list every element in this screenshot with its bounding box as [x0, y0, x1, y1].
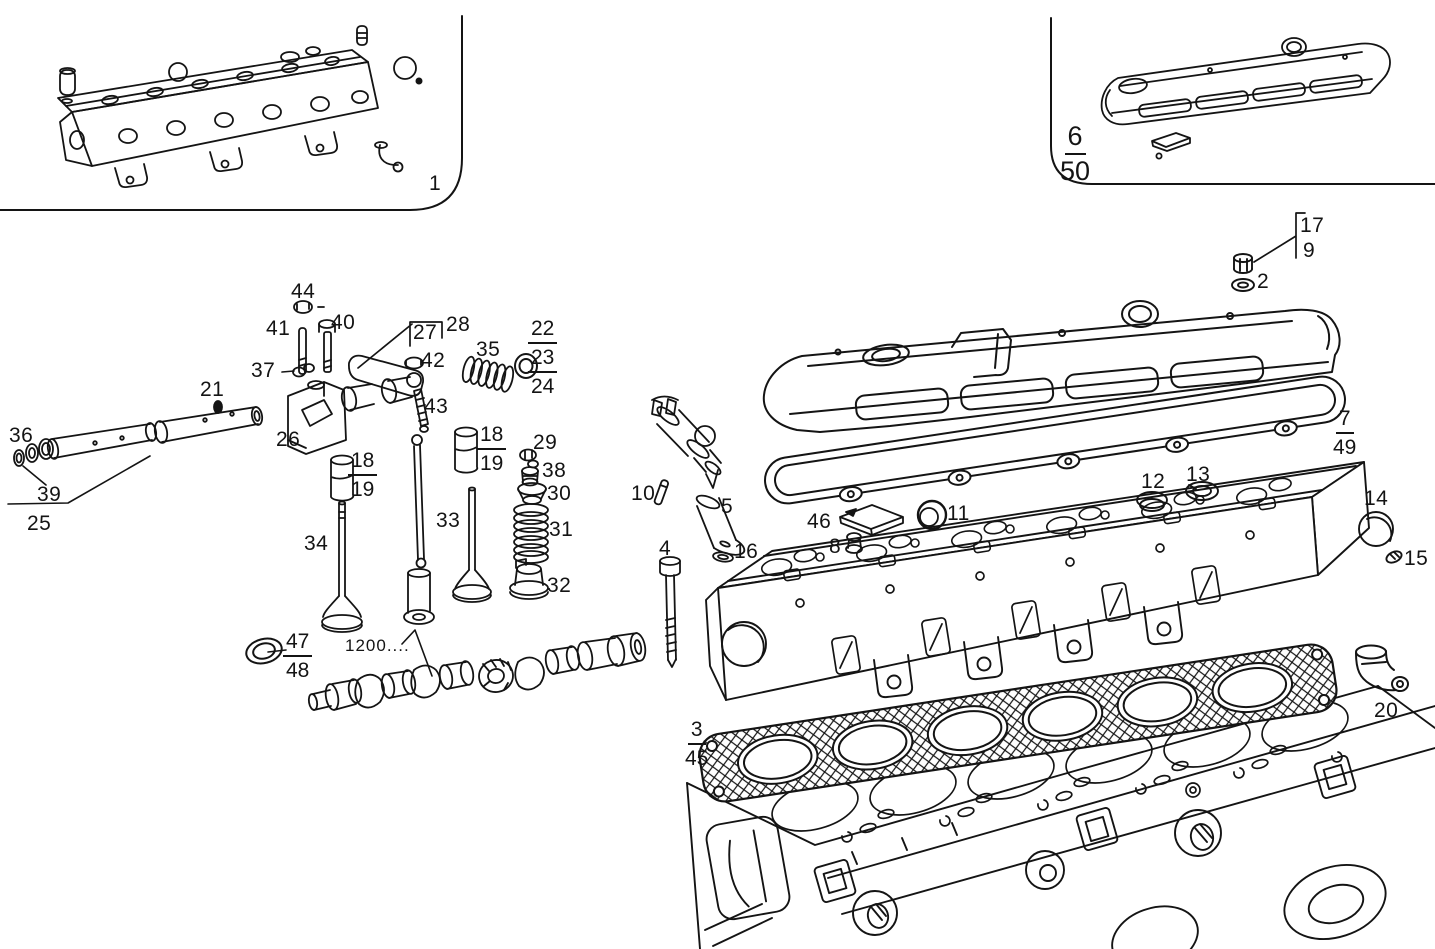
callout-35: 35	[476, 338, 501, 361]
callout-36: 36	[9, 424, 34, 447]
callout-18-19-left-top: 18	[348, 447, 378, 476]
callout-27: 27	[413, 321, 438, 344]
inset-cylinder-head-art	[57, 25, 423, 189]
callout-7-49-bottom: 49	[1333, 436, 1357, 459]
callout-30: 30	[547, 482, 572, 505]
cover-nut-washer-art	[1231, 212, 1306, 292]
callout-18-19-right: 18 19	[477, 421, 507, 477]
valve-cover-art	[762, 300, 1341, 433]
head-gasket-art	[698, 643, 1338, 803]
callout-3-45-top: 3	[687, 716, 706, 745]
callout-42: 42	[421, 349, 446, 372]
callout-25: 25	[27, 512, 52, 535]
callout-22-23-24: 22 23 24	[528, 315, 558, 400]
rocker-pedestal-art	[281, 300, 347, 455]
cylinder-head-art	[705, 461, 1370, 701]
callout-13: 13	[1186, 463, 1211, 486]
callout-12: 12	[1141, 470, 1166, 493]
callout-40: 40	[331, 311, 356, 334]
rocker-shaft-art	[7, 400, 264, 505]
callout-5: 5	[721, 495, 734, 518]
callout-22: 22	[528, 315, 558, 344]
callout-17: 17	[1300, 214, 1325, 237]
callout-37: 37	[251, 359, 276, 382]
callout-33: 33	[436, 509, 461, 532]
injector-art	[651, 395, 746, 668]
callout-20: 20	[1374, 699, 1399, 722]
callout-11: 11	[947, 502, 970, 525]
callout-3-45-bottom: 45	[685, 747, 709, 770]
callout-3-45: 3 45	[682, 716, 711, 772]
callout-6-50-bottom: 50	[1060, 156, 1091, 186]
callout-15: 15	[1404, 547, 1429, 570]
callout-2: 2	[1257, 270, 1270, 293]
rocker-arm-art	[340, 321, 443, 433]
callout-6-50: 6 50	[1057, 120, 1093, 188]
elbow-pipe-art	[1355, 644, 1409, 692]
callout-38: 38	[542, 459, 567, 482]
callout-39: 39	[37, 483, 62, 506]
callout-1: 1	[429, 172, 442, 195]
valve-cover-gasket-art	[764, 375, 1346, 505]
callout-44: 44	[291, 280, 316, 303]
callout-23: 23	[528, 344, 558, 373]
callout-18-19-left: 18 19	[348, 447, 378, 503]
callout-47-48-top: 47	[283, 628, 313, 657]
camshaft-variant-note: 1200....	[345, 636, 410, 655]
inset-valve-cover-art	[1100, 37, 1391, 160]
callout-32: 32	[547, 574, 572, 597]
callout-41: 41	[266, 317, 291, 340]
inset-valve-cover-border	[1050, 17, 1435, 185]
callout-28: 28	[446, 313, 471, 336]
camshaft-art	[307, 632, 647, 711]
callout-14: 14	[1364, 487, 1389, 510]
callout-8: 8	[829, 535, 842, 558]
callout-24: 24	[531, 375, 555, 398]
callout-31: 31	[549, 518, 574, 541]
callout-43: 43	[424, 395, 449, 418]
rocker-spring-art	[461, 355, 515, 393]
callout-34: 34	[304, 532, 329, 555]
callout-47-48: 47 48	[283, 628, 313, 684]
callout-21: 21	[200, 378, 225, 401]
callout-46: 46	[807, 510, 832, 533]
callout-7-49-top: 7	[1335, 405, 1354, 434]
callout-26: 26	[276, 428, 301, 451]
valve-spring-parts-art	[509, 448, 549, 600]
callout-18-19-left-bottom: 19	[351, 478, 375, 501]
callout-18-19-right-top: 18	[477, 421, 507, 450]
callout-29: 29	[533, 431, 558, 454]
callout-10: 10	[631, 482, 656, 505]
valves-art	[321, 486, 492, 633]
engine-block-art	[686, 685, 1435, 949]
callout-6-50-top: 6	[1064, 120, 1086, 155]
camshaft-seal-art	[245, 637, 283, 665]
callout-4: 4	[659, 537, 672, 560]
pushrod-and-guide-art	[401, 434, 435, 677]
callout-18-19-right-bottom: 19	[480, 452, 504, 475]
callout-16: 16	[734, 540, 759, 563]
callout-9: 9	[1303, 239, 1316, 262]
shaft-seal-rings-art	[514, 353, 538, 379]
callout-7-49: 7 49	[1330, 405, 1359, 461]
small-plugs-art	[1136, 481, 1403, 564]
inset-cylinder-head-border	[0, 15, 463, 211]
callout-47-48-bottom: 48	[286, 659, 310, 682]
camshaft-seal-leader	[267, 649, 287, 653]
cover-plate-art	[839, 499, 948, 554]
